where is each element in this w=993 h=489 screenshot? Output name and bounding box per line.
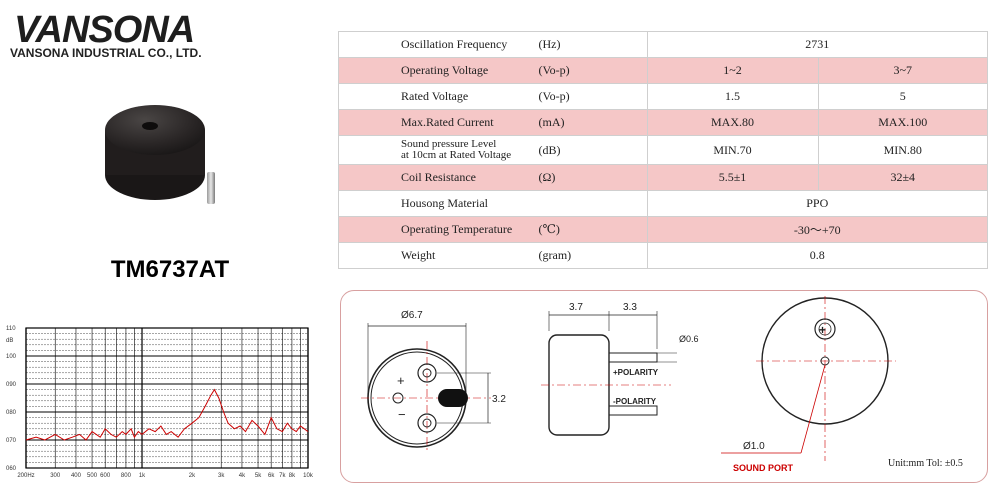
chart-x-tick-label: 600 bbox=[100, 473, 111, 479]
chart-y-tick-label: 090 bbox=[6, 382, 17, 388]
dim-pin-length: 3.3 bbox=[623, 302, 637, 313]
spec-row-coil-resistance: Coil Resistance (Ω) 5.5±1 32±4 bbox=[338, 164, 988, 191]
spec-value: 5.5±1 bbox=[646, 164, 819, 191]
spec-value: MAX.100 bbox=[817, 109, 988, 136]
spec-value: MIN.70 bbox=[646, 135, 819, 165]
spec-label-line1: Sound pressure Level bbox=[401, 138, 497, 150]
unit-tolerance-note: Unit:mm Tol: ±0.5 bbox=[888, 458, 963, 469]
side-view: +POLARITY -POLARITY 3.7 3.3 Ø0.6 bbox=[541, 302, 699, 436]
chart-y-ticks: 110 100 090 080 070 060 bbox=[6, 326, 17, 472]
spec-row-weight: Weight (gram) 0.8 bbox=[338, 242, 988, 269]
spec-row-frequency: Oscillation Frequency (Hz) 2731 bbox=[338, 31, 988, 58]
chart-x-tick-label: 2k bbox=[189, 473, 196, 479]
spec-value: 0.8 bbox=[646, 242, 988, 269]
spec-row-max-current: Max.Rated Current (mA) MAX.80 MAX.100 bbox=[338, 109, 988, 136]
back-view: + Ø1.0 SOUND PORT bbox=[721, 296, 896, 473]
chart-x-tick-label: 10k bbox=[303, 473, 314, 479]
spec-unit: (℃) bbox=[538, 216, 648, 243]
spec-unit: (Hz) bbox=[538, 31, 648, 58]
polarity-minus-label: -POLARITY bbox=[613, 397, 657, 406]
dim-pin-spacing: 3.2 bbox=[492, 394, 506, 405]
spec-unit bbox=[538, 190, 648, 217]
spec-value: MAX.80 bbox=[646, 109, 819, 136]
chart-y-tick-label: 070 bbox=[6, 438, 17, 444]
chart-x-tick-label: 4k bbox=[239, 473, 246, 479]
chart-series bbox=[25, 388, 309, 441]
chart-x-tick-label: 5k bbox=[255, 473, 262, 479]
spec-unit: (gram) bbox=[538, 242, 648, 269]
spec-value: MIN.80 bbox=[817, 135, 988, 165]
spec-value: 1.5 bbox=[646, 83, 819, 110]
chart-x-tick-label: 3k bbox=[218, 473, 225, 479]
front-minus-sign: − bbox=[398, 407, 406, 422]
dim-diameter: Ø6.7 bbox=[401, 310, 423, 321]
spec-value: 5 bbox=[817, 83, 988, 110]
front-plus-sign: + bbox=[397, 373, 405, 388]
chart-x-tick-label: 1k bbox=[139, 473, 146, 479]
spec-unit: (Vo-p) bbox=[538, 83, 648, 110]
chart-series-line bbox=[25, 388, 309, 441]
spec-unit: (mA) bbox=[538, 109, 648, 136]
spec-label: Weight bbox=[338, 242, 539, 269]
spec-row-housing: Housong Material PPO bbox=[338, 190, 988, 217]
chart-x-tick-label: 6k bbox=[268, 473, 275, 479]
spec-label: Operating Voltage bbox=[338, 57, 539, 84]
dimension-drawing: + − Ø6.7 3.2 +POLARITY -POLARITY 3.7 bbox=[340, 290, 988, 483]
spec-label: Oscillation Frequency bbox=[338, 31, 539, 58]
back-plus-sign: + bbox=[819, 323, 826, 337]
spec-value: -30～+70 bbox=[646, 216, 988, 243]
spec-label: Max.Rated Current bbox=[338, 109, 539, 136]
chart-y-tick-label: 080 bbox=[6, 410, 17, 416]
spec-row-spl: Sound pressure Level at 10cm at Rated Vo… bbox=[338, 135, 988, 165]
spec-value: 1~2 bbox=[646, 57, 819, 84]
polarity-plus-label: +POLARITY bbox=[613, 368, 659, 377]
chart-y-axis-label: dB bbox=[6, 338, 13, 344]
spec-table: Oscillation Frequency (Hz) 2731 Operatin… bbox=[338, 31, 988, 269]
chart-x-tick-label: 800 bbox=[121, 473, 132, 479]
chart-x-tick-label: 500 bbox=[87, 473, 98, 479]
spec-value: 32±4 bbox=[817, 164, 988, 191]
spec-unit: (Ω) bbox=[538, 164, 648, 191]
spec-label: Operating Temperature bbox=[338, 216, 539, 243]
brand-header: VANSONA VANSONA INDUSTRIAL CO., LTD. bbox=[10, 6, 210, 66]
spec-label: Sound pressure Level at 10cm at Rated Vo… bbox=[338, 135, 539, 165]
logo-mark-icon: VANSONA bbox=[14, 9, 195, 50]
chart-frame bbox=[25, 327, 309, 469]
chart-x-tick-label: 400 bbox=[71, 473, 82, 479]
chart-y-tick-label: 100 bbox=[6, 354, 17, 360]
chart-x-tick-label: 200Hz bbox=[17, 473, 34, 479]
spec-value: 3~7 bbox=[817, 57, 988, 84]
spec-value: 2731 bbox=[646, 31, 988, 58]
chart-y-tick-label: 060 bbox=[6, 466, 17, 472]
spec-row-temperature: Operating Temperature (℃) -30～+70 bbox=[338, 216, 988, 243]
spec-label-line2: at 10cm at Rated Voltage bbox=[401, 149, 512, 161]
dim-pin-diameter: Ø0.6 bbox=[679, 334, 699, 344]
company-name: VANSONA INDUSTRIAL CO., LTD. bbox=[10, 46, 202, 60]
spec-unit: (dB) bbox=[538, 135, 648, 165]
chart-y-tick-label: 110 bbox=[6, 326, 16, 332]
chart-x-tick-label: 300 bbox=[50, 473, 61, 479]
sound-port-label: SOUND PORT bbox=[733, 463, 794, 473]
dim-body-height: 3.7 bbox=[569, 302, 583, 313]
spec-value: PPO bbox=[646, 190, 988, 217]
buzzer-photo bbox=[105, 105, 215, 204]
spec-label: Rated Voltage bbox=[338, 83, 539, 110]
front-view: + − Ø6.7 3.2 bbox=[361, 310, 506, 451]
chart-x-tick-label: 7k bbox=[279, 473, 286, 479]
spec-label: Coil Resistance bbox=[338, 164, 539, 191]
logo-text: VANSONA bbox=[14, 9, 194, 50]
spec-unit: (Vo-p) bbox=[538, 57, 648, 84]
chart-grid bbox=[25, 327, 309, 469]
spec-label: Housong Material bbox=[338, 190, 539, 217]
spec-row-operating-voltage: Operating Voltage (Vo-p) 1~2 3~7 bbox=[338, 57, 988, 84]
spec-row-rated-voltage: Rated Voltage (Vo-p) 1.5 5 bbox=[338, 83, 988, 110]
model-number: TM6737AT bbox=[110, 256, 230, 283]
chart-x-tick-label: 8k bbox=[289, 473, 296, 479]
sound-port-diameter: Ø1.0 bbox=[743, 441, 765, 452]
dimension-drawing-svg: + − Ø6.7 3.2 +POLARITY -POLARITY 3.7 bbox=[361, 296, 896, 473]
